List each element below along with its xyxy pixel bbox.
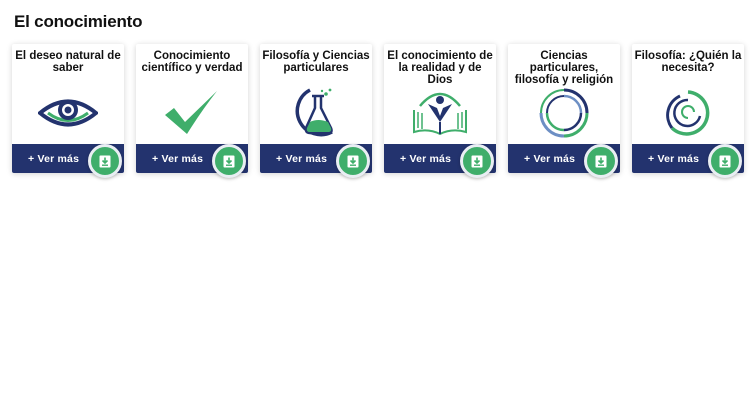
card-filosofia-ciencias[interactable]: Filosofía y Ciencias particulares + Ver … (260, 44, 372, 178)
card-footer: + Ver más (260, 144, 372, 178)
flask-icon (286, 88, 346, 138)
download-button[interactable] (212, 144, 246, 178)
eye-icon (38, 88, 98, 138)
card-title: Conocimiento científico y verdad (141, 50, 243, 74)
download-icon (719, 155, 731, 167)
download-button[interactable] (708, 144, 742, 178)
card-title: El conocimiento de la realidad y de Dios (387, 50, 493, 86)
book-person-icon (410, 88, 470, 138)
card-footer: + Ver más (384, 144, 496, 178)
ver-mas-link[interactable]: + Ver más (28, 153, 80, 165)
card-ciencias-religion[interactable]: Ciencias particulares, filosofía y relig… (508, 44, 620, 178)
download-icon (471, 155, 483, 167)
page-title: El conocimiento (14, 12, 143, 31)
swirl-icon (534, 88, 594, 138)
ver-mas-link[interactable]: + Ver más (152, 153, 204, 165)
ver-mas-link[interactable]: + Ver más (276, 153, 328, 165)
card-list: El deseo natural de saber + Ver más (12, 44, 744, 178)
card-conocimiento-realidad[interactable]: El conocimiento de la realidad y de Dios… (384, 44, 496, 178)
download-button[interactable] (460, 144, 494, 178)
card-filosofia-quien[interactable]: Filosofía: ¿Quién la necesita? + Ver más (632, 44, 744, 178)
download-icon (347, 155, 359, 167)
card-title: Filosofía: ¿Quién la necesita? (634, 50, 742, 74)
download-icon (595, 155, 607, 167)
checkmark-icon (162, 88, 222, 138)
download-button[interactable] (584, 144, 618, 178)
card-title: Ciencias particulares, filosofía y relig… (514, 50, 614, 86)
ver-mas-link[interactable]: + Ver más (524, 153, 576, 165)
card-footer: + Ver más (632, 144, 744, 178)
card-deseo-natural[interactable]: El deseo natural de saber + Ver más (12, 44, 124, 178)
ver-mas-link[interactable]: + Ver más (400, 153, 452, 165)
download-icon (99, 155, 111, 167)
card-footer: + Ver más (136, 144, 248, 178)
card-title: El deseo natural de saber (15, 50, 121, 74)
card-footer: + Ver más (508, 144, 620, 178)
download-button[interactable] (88, 144, 122, 178)
ver-mas-link[interactable]: + Ver más (648, 153, 700, 165)
download-icon (223, 155, 235, 167)
download-button[interactable] (336, 144, 370, 178)
card-conocimiento-cientifico[interactable]: Conocimiento científico y verdad + Ver m… (136, 44, 248, 178)
spiral-icon (658, 88, 718, 138)
card-title: Filosofía y Ciencias particulares (262, 50, 370, 74)
card-footer: + Ver más (12, 144, 124, 178)
